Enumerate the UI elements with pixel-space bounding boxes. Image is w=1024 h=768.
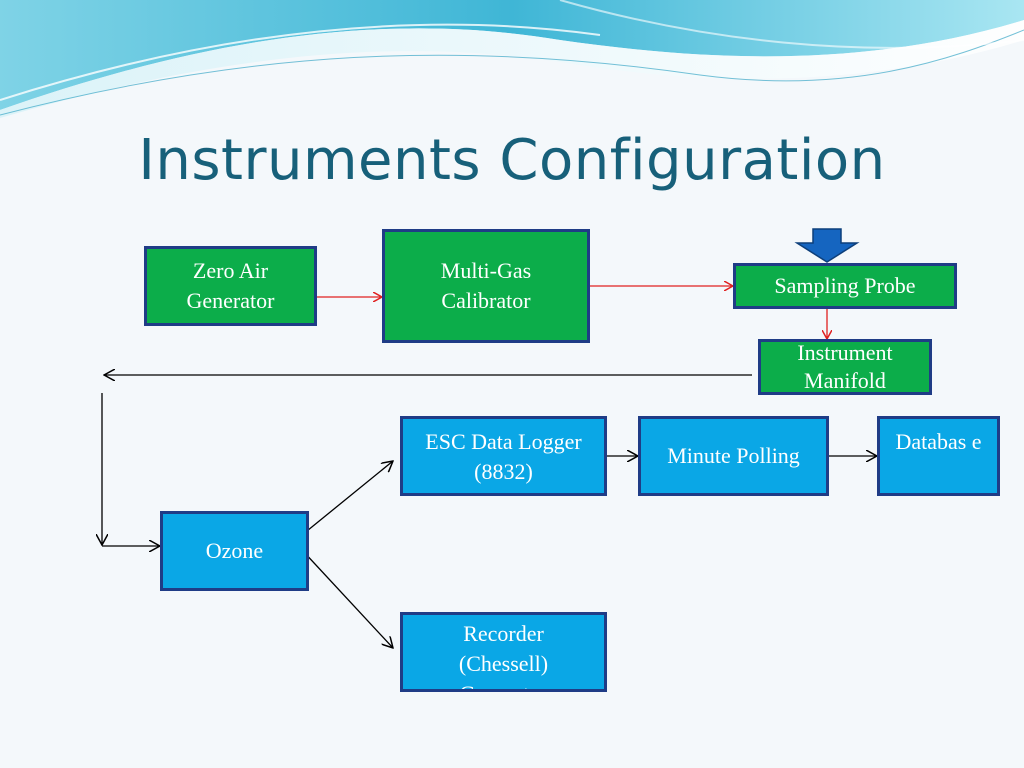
database-box: Databas e xyxy=(877,416,1000,496)
ozone-label: Ozone xyxy=(205,538,264,563)
database-label: Databas e xyxy=(895,429,982,454)
sampling-probe-label: Sampling Probe xyxy=(774,273,916,298)
instrument-manifold-label: Instrument Manifold xyxy=(797,340,893,393)
instrument-manifold-box: Instrument Manifold xyxy=(758,339,932,395)
zero-air-generator-box: Zero Air Generator xyxy=(144,246,317,326)
inlet-arrow-icon xyxy=(794,228,860,263)
minute-polling-box: Minute Polling xyxy=(638,416,829,496)
zero-air-generator-label: Zero Air Generator xyxy=(186,258,275,313)
connector-ozone-to-logger xyxy=(301,461,393,536)
multi-gas-calibrator-box: Multi-Gas Calibrator xyxy=(382,229,590,343)
esc-data-logger-label: ESC Data Logger (8832) xyxy=(425,429,582,484)
ozone-box: Ozone xyxy=(160,511,309,591)
header-wave xyxy=(0,0,1024,118)
sampling-probe-box: Sampling Probe xyxy=(733,263,957,309)
esc-data-logger-box: ESC Data Logger (8832) xyxy=(400,416,607,496)
chart-recorder-label: Video Chart Recorder (Chessell) Generato… xyxy=(450,615,557,689)
multi-gas-calibrator-label: Multi-Gas Calibrator xyxy=(440,258,532,313)
chart-recorder-box: Video Chart Recorder (Chessell) Generato… xyxy=(400,612,607,692)
connector-ozone-to-recorder xyxy=(301,549,393,648)
slide-title: Instruments Configuration xyxy=(138,128,886,193)
minute-polling-label: Minute Polling xyxy=(667,443,800,468)
